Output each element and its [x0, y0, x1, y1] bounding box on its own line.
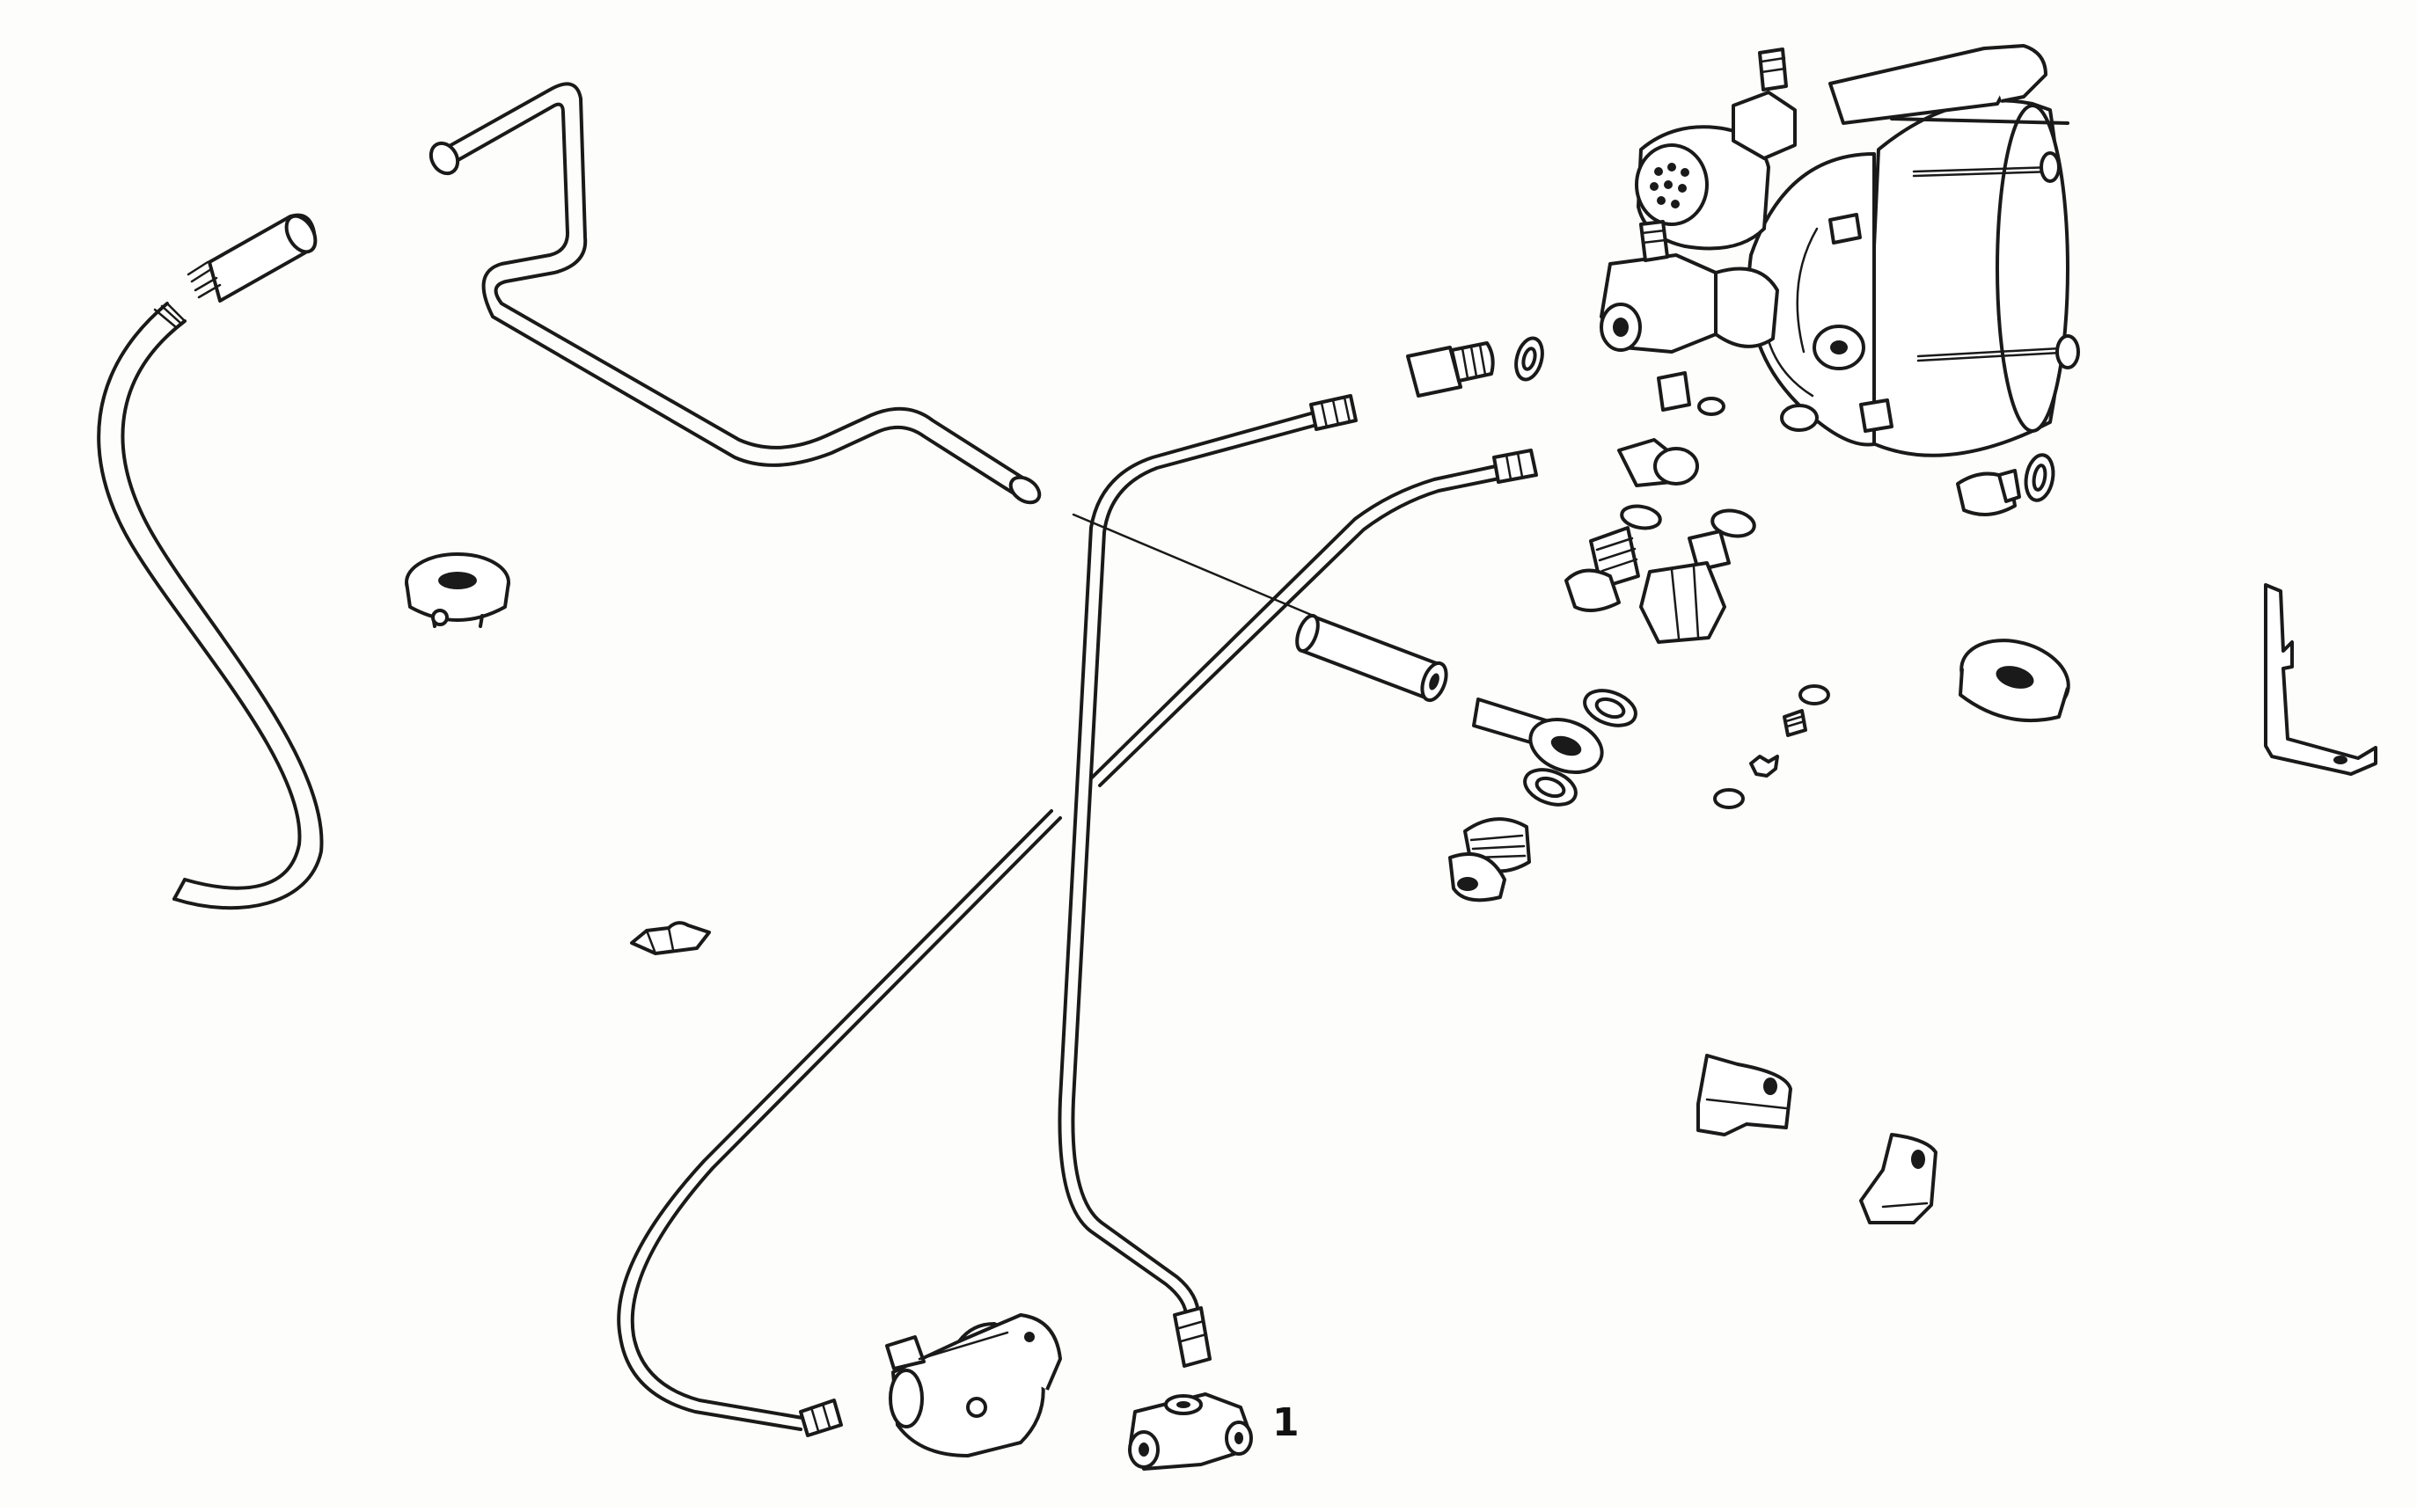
union-nut	[1406, 341, 1495, 398]
assembly-guide-line	[1072, 513, 1357, 635]
star-washer	[1749, 755, 1779, 778]
pipe-clip	[630, 921, 711, 955]
drain-plug	[1956, 469, 2021, 516]
callout-label-1: 1	[1272, 1400, 1300, 1445]
banjo-bolt-upper	[1564, 526, 1640, 612]
small-washer-1	[1798, 684, 1830, 705]
adapter-fitting	[1639, 530, 1731, 644]
booster-mount-holes	[1697, 213, 1893, 433]
small-washer-2	[1713, 788, 1745, 809]
pressure-switch	[885, 1313, 1062, 1457]
rubber-sleeve	[1295, 613, 1448, 703]
banjo-bolt-lower	[1448, 817, 1531, 902]
brake-booster	[1747, 44, 2080, 457]
pipe-nut-top	[1309, 394, 1358, 431]
washer-a	[1583, 689, 1637, 727]
l-bracket-right	[2264, 583, 2377, 776]
vacuum-hose	[97, 302, 324, 910]
pipe-nut-bottom-left	[799, 1399, 843, 1437]
brake-pipe-diagonal	[1089, 464, 1501, 787]
hose-threaded-fitting	[187, 213, 318, 303]
rubber-grommet	[405, 552, 510, 628]
banjo-fitting	[1472, 698, 1604, 774]
vacuum-pipe	[428, 82, 1042, 505]
tee-connector	[1128, 1392, 1253, 1471]
angle-bracket-upper	[1696, 1054, 1792, 1136]
booster-valve-body	[1635, 47, 1797, 251]
booster-inlet-housing	[1600, 220, 1779, 412]
washer-b	[1523, 768, 1578, 807]
brake-pipe-long-left	[617, 809, 1062, 1431]
angle-bracket-lower	[1859, 1133, 1937, 1224]
small-screw	[1783, 709, 1807, 737]
washer-c	[1514, 336, 1544, 382]
washer-d	[1620, 504, 1662, 530]
rubber-mount	[1959, 639, 2070, 723]
elbow-fitting	[1617, 438, 1699, 487]
pipe-nut-lower	[1173, 1306, 1212, 1368]
brake-pipe-vertical	[1058, 412, 1315, 1321]
plug-washer	[2024, 453, 2055, 502]
pipe-nut-mid	[1492, 449, 1538, 484]
washer-e	[1710, 508, 1756, 538]
